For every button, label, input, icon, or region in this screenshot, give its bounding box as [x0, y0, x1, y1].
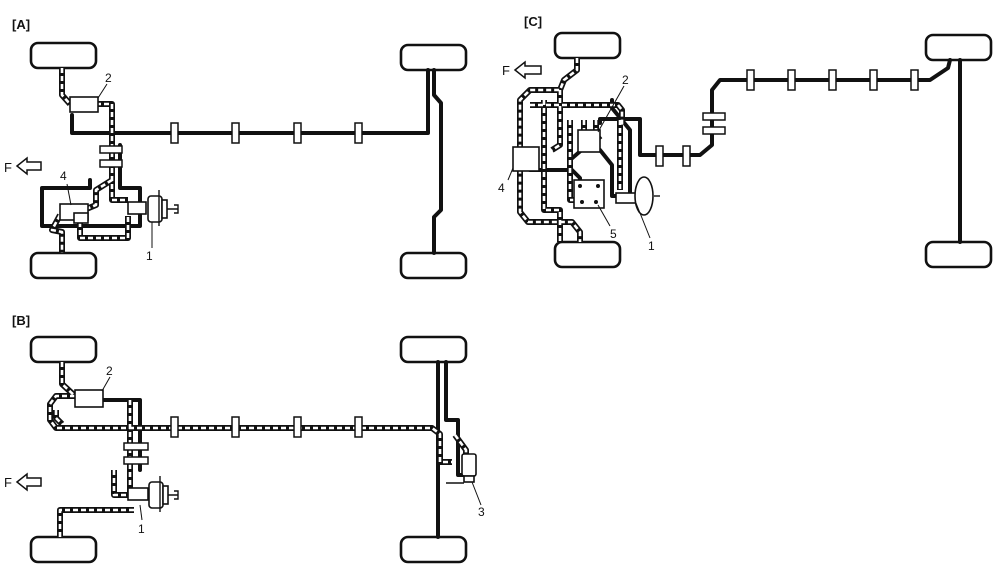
pipe-clamp	[99, 159, 123, 168]
pipe-clamp	[354, 122, 363, 144]
pipe-clamp	[123, 442, 149, 451]
pipe-clamp	[910, 69, 919, 91]
pipe-clamp	[293, 416, 302, 438]
brake-pipe-solid-b	[98, 360, 468, 477]
callout-5: 5	[610, 227, 617, 241]
pipe-clamp	[170, 122, 179, 144]
tire-front-right	[553, 240, 622, 269]
tire-rear-right	[399, 251, 468, 280]
panel-a-label: [A]	[12, 17, 30, 32]
brake-booster	[147, 195, 163, 223]
panel-b-label: [B]	[12, 313, 30, 328]
callout-1: 1	[138, 522, 145, 536]
tire-front-right	[29, 251, 98, 280]
panel-c-label: [C]	[524, 14, 542, 29]
pipe-clamp	[123, 456, 149, 465]
pipe-clamp	[231, 122, 240, 144]
brake-pipe-main-rear	[598, 58, 962, 244]
brake-pipe-dashed-b	[47, 362, 469, 537]
front-direction-label: F	[4, 160, 12, 175]
callout-3: 3	[478, 505, 485, 519]
component-2	[577, 129, 601, 153]
tire-rear-right	[924, 240, 993, 269]
tire-rear-left	[399, 43, 468, 72]
front-direction-label: F	[4, 475, 12, 490]
brake-booster	[148, 481, 164, 509]
brake-pipe-loop	[40, 143, 142, 228]
callout-1: 1	[146, 249, 153, 263]
tire-front-left	[553, 31, 622, 60]
brake-booster	[634, 176, 654, 216]
pipe-clamp	[869, 69, 878, 91]
master-cylinder	[127, 487, 149, 501]
pipe-clamp	[702, 126, 726, 135]
front-arrow-icon	[513, 60, 542, 80]
tire-rear-left	[399, 335, 468, 364]
callout-4: 4	[60, 169, 67, 183]
pipe-clamp	[170, 416, 179, 438]
panel-c: [C] F	[498, 14, 993, 269]
pipe-clamp	[655, 145, 664, 167]
front-arrow-icon	[15, 156, 42, 176]
front-arrow-icon	[15, 472, 42, 492]
pipe-clamp	[787, 69, 796, 91]
pipe-clamp	[746, 69, 755, 91]
pipe-clamp	[99, 145, 123, 154]
pipe-clamp	[702, 112, 726, 121]
component-3	[461, 453, 477, 477]
tire-front-right	[29, 535, 98, 564]
pipe-clamp	[828, 69, 837, 91]
callout-1: 1	[648, 239, 655, 253]
component-2	[74, 389, 104, 408]
pipe-clamp	[682, 145, 691, 167]
callout-2: 2	[106, 364, 113, 378]
tire-front-left	[29, 335, 98, 364]
master-cylinder	[127, 201, 147, 215]
panel-a: [A] F 2	[4, 17, 468, 280]
front-direction-label: F	[502, 63, 510, 78]
component-5	[573, 179, 605, 209]
pipe-clamp	[354, 416, 363, 438]
pipe-clamp	[231, 416, 240, 438]
tire-front-left	[29, 41, 98, 70]
panel-b: [B] F 2 3 1	[4, 313, 485, 564]
pipe-clamp	[293, 122, 302, 144]
brake-pipe-main-rear	[70, 68, 443, 255]
callout-2: 2	[105, 71, 112, 85]
tire-rear-left	[924, 33, 993, 62]
callout-4: 4	[498, 181, 505, 195]
component-4	[512, 146, 540, 172]
tire-rear-right	[399, 535, 468, 564]
component-2	[69, 96, 99, 113]
callout-2: 2	[622, 73, 629, 87]
